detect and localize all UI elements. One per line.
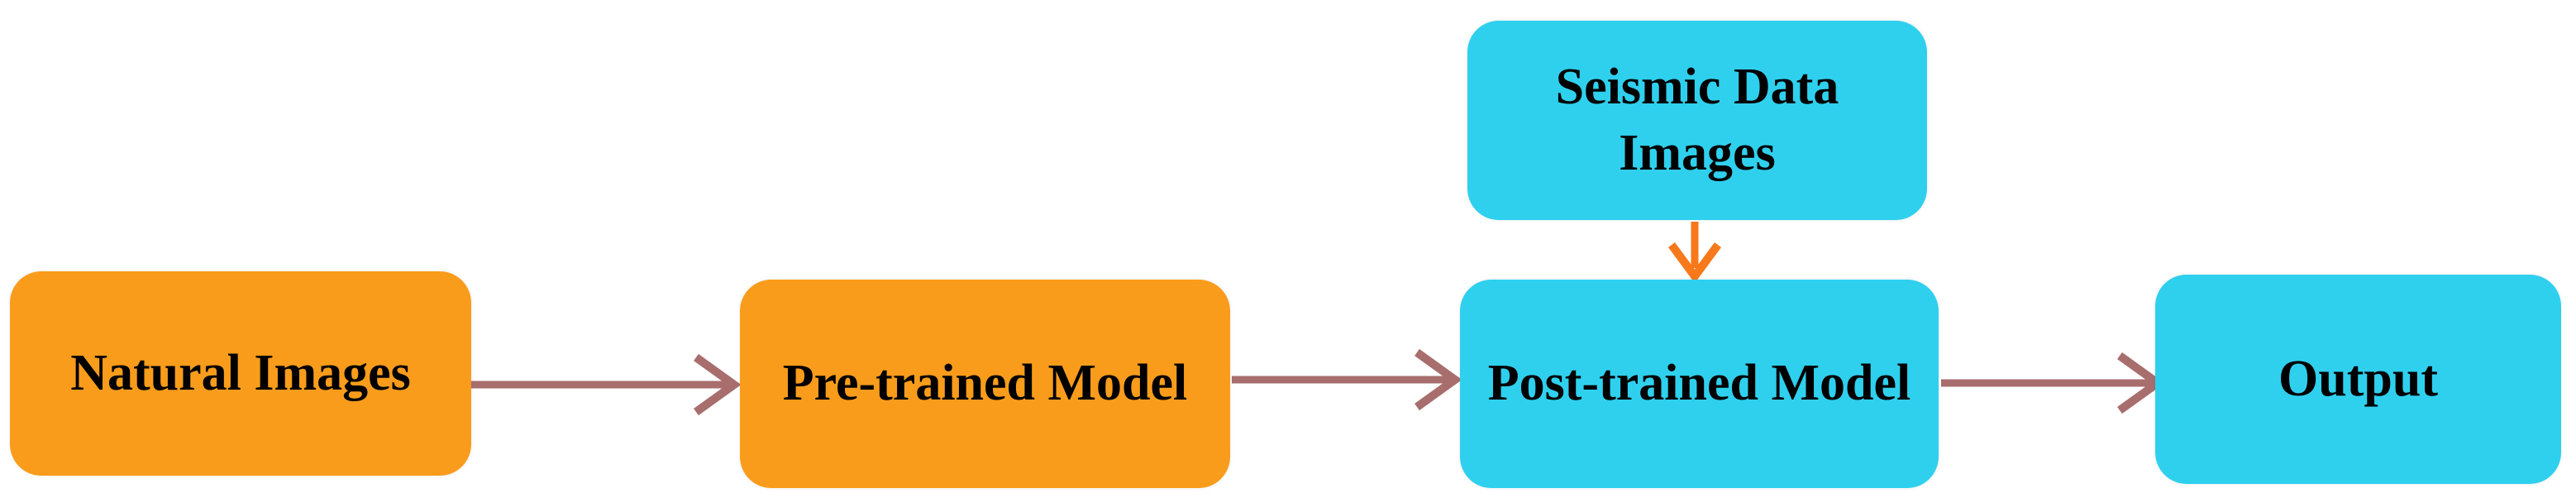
arrow-seismic-to-posttrained-head-icon [1667,242,1722,284]
node-output-label: Output [2278,350,2438,407]
node-seismic-data-images-label-line2: Images [1619,124,1776,181]
node-post-trained-model: Post-trained Model [1460,280,1939,488]
node-seismic-data-images-label-line1: Seismic Data [1555,59,1839,116]
arrow-posttrained-to-output-head-icon [2117,352,2165,414]
node-natural-images-label: Natural Images [70,344,411,401]
arrow-natural-to-pretrained-head-icon [694,353,742,416]
node-natural-images: Natural Images [10,271,471,476]
node-seismic-data-images: Seismic Data Images [1467,21,1927,220]
arrow-pretrained-to-posttrained-head-icon [1414,348,1462,411]
node-post-trained-model-label: Post-trained Model [1487,355,1911,412]
node-pre-trained-model-label: Pre-trained Model [782,355,1188,412]
node-pre-trained-model: Pre-trained Model [740,280,1230,488]
node-output: Output [2155,275,2561,484]
